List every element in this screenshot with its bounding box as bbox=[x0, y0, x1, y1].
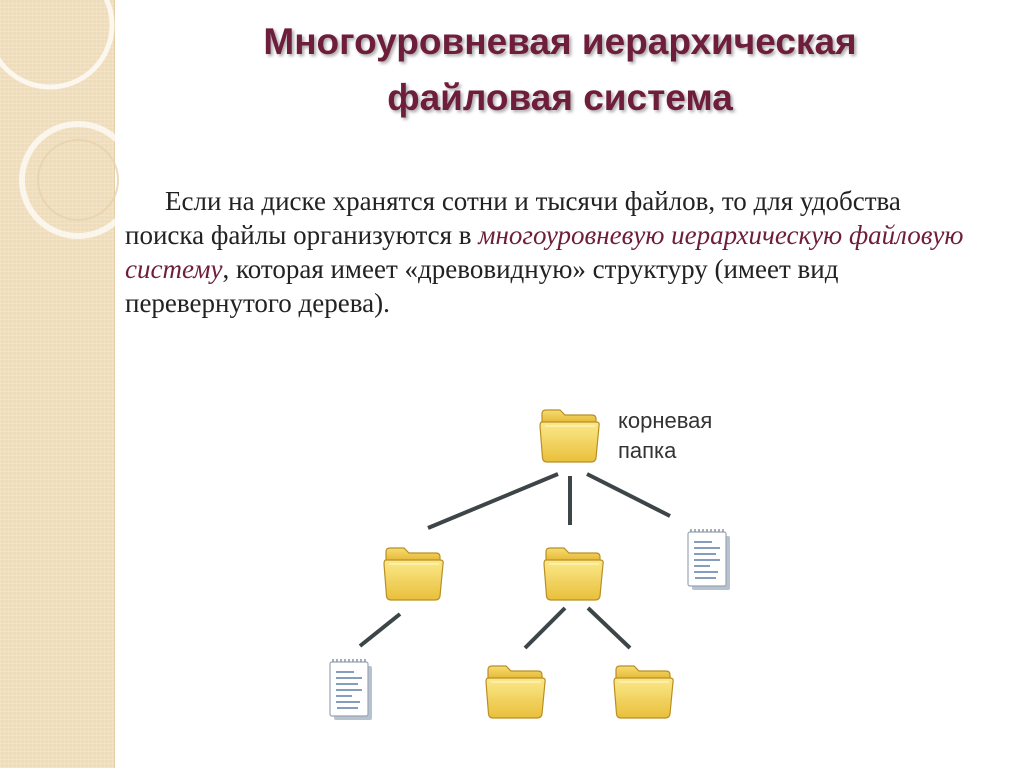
tree-edge-root-to-level1-left bbox=[427, 472, 559, 530]
tree-edge-level1-left-to-level2-left bbox=[358, 612, 402, 648]
tree-edge-root-to-level1-right bbox=[586, 472, 671, 518]
root-folder-label-line-1: корневая bbox=[618, 408, 713, 433]
root-folder-label: корневая папка bbox=[618, 406, 712, 466]
description-paragraph: Если на диске хранятся сотни и тысячи фа… bbox=[125, 184, 975, 320]
slide-title: Многоуровневая иерархическая файловая си… bbox=[130, 14, 990, 126]
level1-left-folder-icon bbox=[383, 547, 444, 601]
level1-right-file-icon bbox=[687, 528, 731, 591]
tree-edge-level1-middle-to-level2-middle bbox=[523, 606, 567, 650]
slide-title-line-2: файловая система bbox=[387, 77, 733, 118]
paragraph-text-end: , которая имеет «древовидную» структуру … bbox=[125, 254, 839, 318]
level1-middle-folder-icon bbox=[543, 547, 604, 601]
root-folder-icon bbox=[539, 409, 600, 463]
root-folder-label-line-2: папка bbox=[618, 438, 677, 463]
decorative-rings bbox=[0, 0, 137, 239]
level2-right-folder-icon bbox=[613, 665, 674, 719]
paragraph-emphasis: многоуровневую иерархическую файловую си… bbox=[125, 220, 964, 284]
paragraph-text-start: Если на диске хранятся сотни и тысячи фа… bbox=[125, 186, 901, 250]
slide-title-line-1: Многоуровневая иерархическая bbox=[263, 21, 857, 62]
file-tree-diagram bbox=[329, 409, 731, 721]
level2-middle-folder-icon bbox=[485, 665, 546, 719]
tree-edge-level1-middle-to-level2-right bbox=[586, 606, 632, 650]
level2-left-file-icon bbox=[329, 658, 373, 721]
